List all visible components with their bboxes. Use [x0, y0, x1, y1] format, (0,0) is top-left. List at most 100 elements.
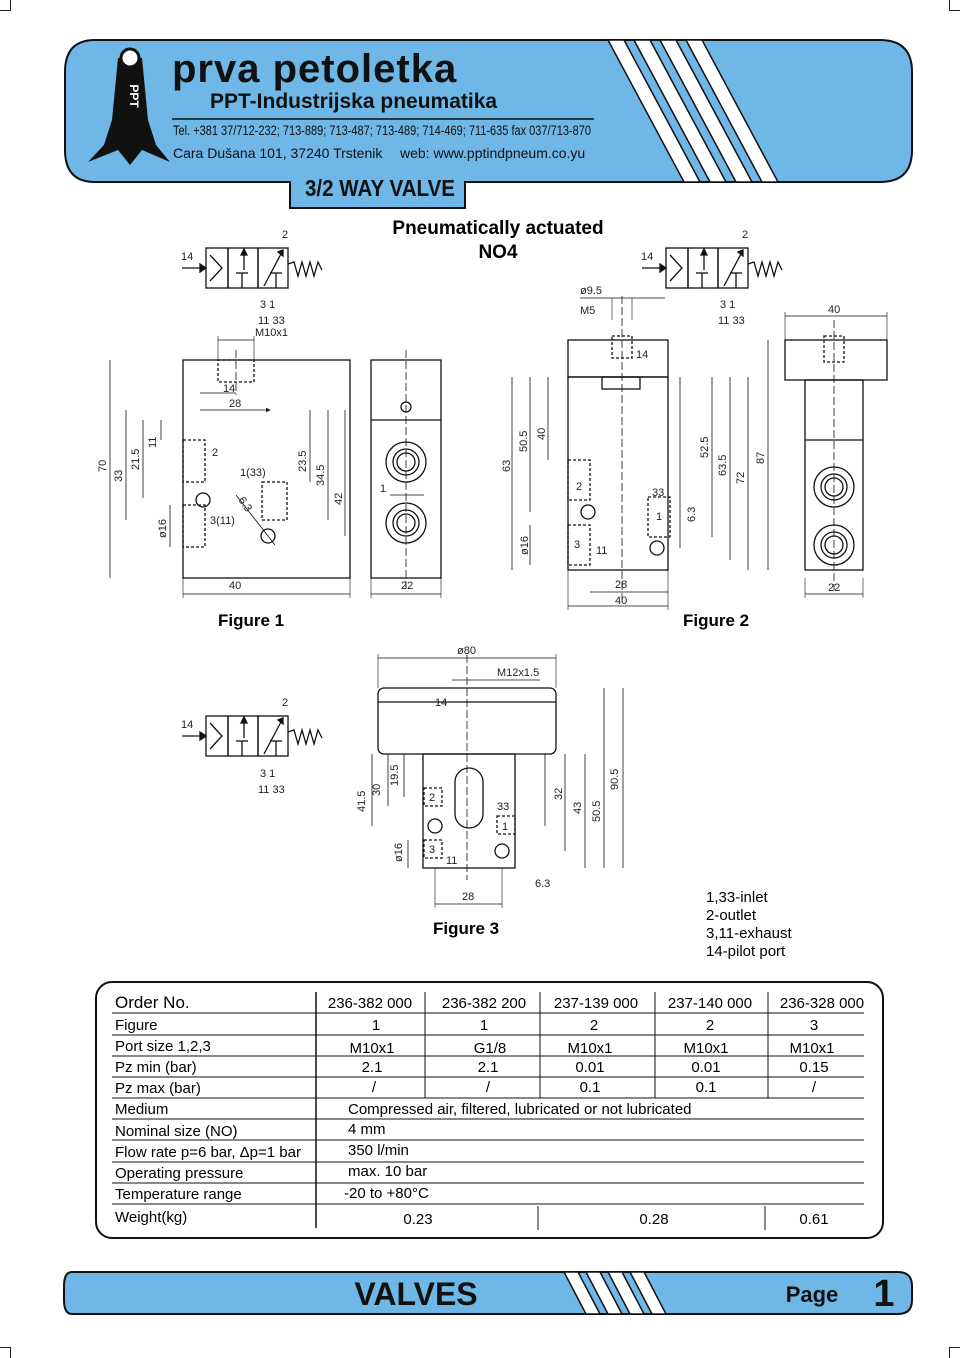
f2-40: 40: [615, 595, 627, 607]
table-cell: /: [372, 1079, 377, 1096]
header-banner: [64, 39, 913, 209]
f2-6-3: 6.3: [686, 507, 698, 522]
f1-port-311: 3(11): [210, 515, 235, 527]
label-text: 2: [282, 229, 288, 241]
logo-letters: PPT: [127, 84, 141, 108]
spec-table: [95, 981, 884, 1239]
f1-port-133: 1(33): [240, 467, 266, 479]
label-text: 14: [181, 251, 193, 263]
weight-cell: 0.61: [799, 1211, 828, 1228]
f2-port-33: 33: [652, 487, 664, 499]
table-cell: M10x1: [349, 1040, 394, 1057]
footer-page-number: 1: [873, 1273, 894, 1315]
f3-43: 43: [572, 802, 584, 814]
company-logo: PPT: [88, 47, 170, 165]
side-port-1: 1: [380, 483, 386, 495]
span-cell: -20 to +80°C: [344, 1185, 429, 1202]
f2-50-5: 50.5: [518, 431, 530, 452]
label-text: 14: [181, 719, 193, 731]
legend-item: 1,33-inlet: [706, 889, 769, 906]
figure-1-label: Figure 1: [218, 611, 284, 630]
span-cell: max. 10 bar: [348, 1163, 427, 1180]
span-cell: 4 mm: [348, 1121, 386, 1138]
side-22: 22: [401, 580, 413, 592]
f2-63-5: 63.5: [717, 455, 729, 476]
row-label: Temperature range: [115, 1186, 242, 1203]
f1-m10x1: M10x1: [255, 327, 288, 339]
crop-mark-bl: [0, 1347, 11, 1358]
f2-87: 87: [755, 452, 767, 464]
port-legend: 1,33-inlet 2-outlet 3,11-exhaust 14-pilo…: [706, 889, 792, 960]
order-number: 237-140 000: [668, 995, 752, 1012]
f2-40v: 40: [536, 428, 548, 440]
company-subtitle: PPT-Industrijska pneumatika: [210, 90, 497, 113]
f1-14: 14: [223, 383, 235, 395]
label-text: 3 1: [260, 768, 275, 780]
span-cell: Compressed air, filtered, lubricated or …: [348, 1101, 692, 1118]
banner-stripes: [606, 39, 780, 183]
table-cell: 0.1: [696, 1079, 717, 1096]
f2-52-5: 52.5: [699, 437, 711, 458]
f3-port-11: 11: [446, 855, 457, 867]
table-header-label: Order No.: [115, 993, 190, 1012]
weight-cell: 0.23: [403, 1211, 432, 1228]
row-label: Flow rate p=6 bar, Δp=1 bar: [115, 1144, 301, 1161]
f1-70: 70: [97, 460, 109, 472]
table-cell: 2.1: [478, 1059, 499, 1076]
f1-42: 42: [333, 493, 345, 505]
brand-name: prva petoletka: [172, 47, 457, 91]
f3-28: 28: [462, 891, 474, 903]
table-cell: 0.1: [580, 1079, 601, 1096]
label-text: 11 33: [258, 315, 285, 327]
f2-port-11: 11: [596, 545, 607, 557]
legend-item: 3,11-exhaust: [706, 925, 792, 942]
table-cell: M10x1: [789, 1040, 834, 1057]
valve-symbol-fig1: 14 2 3 1 11 33: [181, 229, 323, 327]
f2-72: 72: [735, 472, 747, 484]
table-cell: M10x1: [683, 1040, 728, 1057]
footer-banner: [63, 1271, 913, 1315]
f3-50-5: 50.5: [591, 801, 603, 822]
crop-mark-br: [949, 1347, 960, 1358]
f1-34-5: 34.5: [315, 465, 327, 486]
figure-2-label: Figure 2: [683, 611, 749, 630]
row-label: Operating pressure: [115, 1165, 243, 1182]
footer-title: VALVES: [354, 1276, 477, 1312]
contact-line: Tel. +381 37/712-232; 713-889; 713-487; …: [173, 123, 591, 138]
figure-1-front-view: [109, 336, 351, 598]
table-cell: 2: [590, 1017, 598, 1034]
footer-page-label: Page: [786, 1282, 839, 1307]
f3-port-1: 1: [502, 821, 508, 833]
section-title-line1: Pneumatically actuated: [392, 218, 603, 239]
f1-23-5: 23.5: [297, 451, 309, 472]
f2s-40: 40: [828, 304, 840, 316]
label-text: 2: [282, 697, 288, 709]
f2-o16: ø16: [519, 536, 531, 555]
f3-90-5: 90.5: [609, 769, 621, 790]
table-cell: 1: [372, 1017, 380, 1034]
f2-o9-5: ø9.5: [580, 285, 602, 297]
table-cell: 2.1: [362, 1059, 383, 1076]
f2s-22: 22: [828, 582, 840, 594]
f2-port-1: 1: [656, 511, 662, 523]
label-text: 3 1: [720, 299, 735, 311]
f2-m5: M5: [580, 305, 595, 317]
f3-32: 32: [553, 788, 565, 800]
f3-o16: ø16: [393, 843, 405, 862]
label-text: 14: [641, 251, 653, 263]
f1-40: 40: [229, 580, 241, 592]
table-cell: 0.01: [575, 1059, 604, 1076]
f3-19-5: 19.5: [389, 765, 401, 786]
f3-port-3: 3: [429, 844, 435, 856]
span-cell: 350 l/min: [348, 1142, 409, 1159]
row-label: Figure: [115, 1017, 158, 1034]
row-label: Pz max (bar): [115, 1080, 201, 1097]
f2-14: 14: [636, 349, 648, 361]
crop-mark-tl: [0, 0, 11, 11]
f1-33: 33: [113, 470, 125, 482]
f3-port-2: 2: [429, 792, 435, 804]
legend-item: 14-pilot port: [706, 943, 786, 960]
address-line: Cara Dušana 101, 37240 Trstenik: [173, 145, 383, 161]
legend-item: 2-outlet: [706, 907, 757, 924]
table-cell: 0.15: [799, 1059, 828, 1076]
